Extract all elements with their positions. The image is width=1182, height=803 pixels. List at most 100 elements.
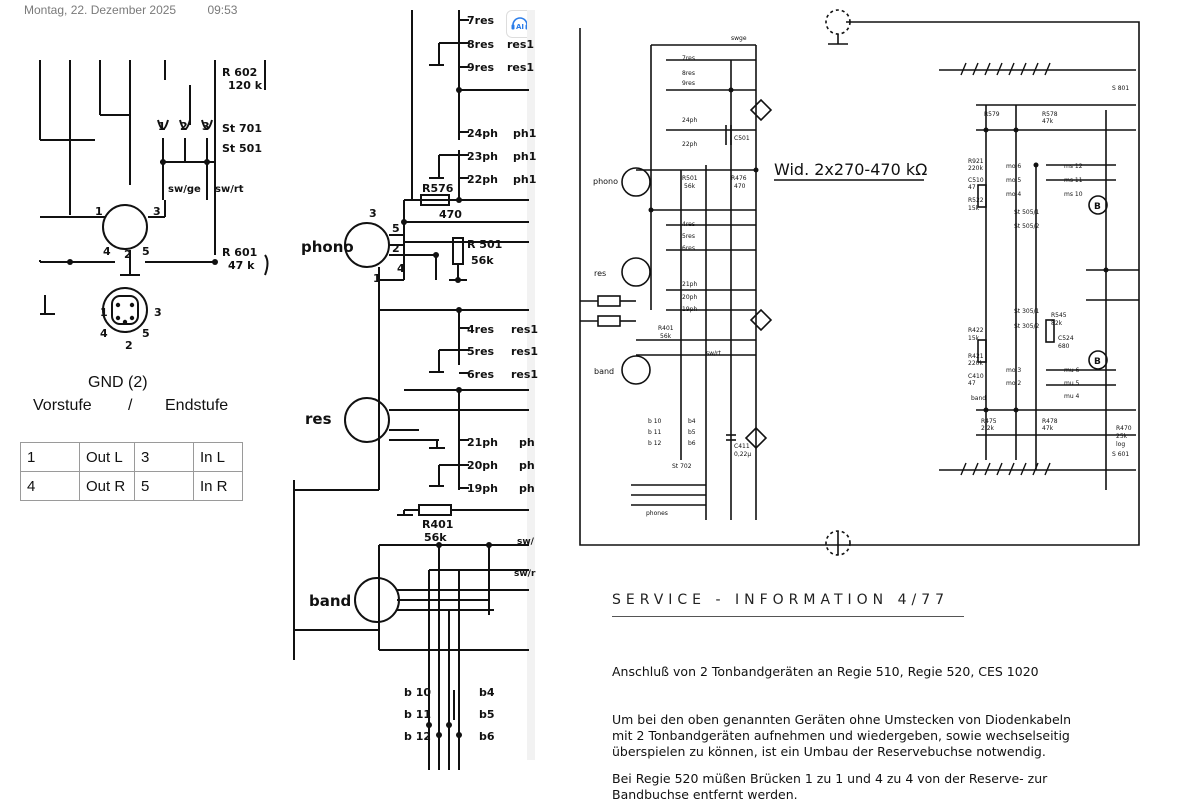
svg-text:8res: 8res — [682, 70, 695, 77]
svg-text:22ph: 22ph — [682, 141, 697, 148]
svg-text:R501: R501 — [682, 175, 698, 182]
svg-text:res: res — [305, 410, 332, 428]
svg-text:20ph: 20ph — [682, 294, 697, 301]
svg-text:C524: C524 — [1058, 335, 1074, 342]
svg-text:R470: R470 — [1116, 425, 1132, 432]
table-cell: In L — [193, 442, 243, 472]
svg-text:47k: 47k — [1042, 425, 1054, 432]
svg-text:St 501: St 501 — [222, 142, 262, 155]
svg-text:R422: R422 — [968, 327, 984, 334]
svg-text:b4: b4 — [688, 418, 696, 425]
svg-text:5: 5 — [142, 245, 150, 258]
svg-text:56k: 56k — [684, 183, 696, 190]
gnd-caption: GND (2) — [88, 374, 148, 391]
svg-text:b 11: b 11 — [648, 429, 662, 436]
svg-text:20ph: 20ph — [467, 459, 498, 472]
svg-text:R576: R576 — [422, 182, 454, 195]
svg-text:ph: ph — [519, 436, 535, 449]
svg-text:R578: R578 — [1042, 111, 1058, 118]
svg-text:R 501: R 501 — [467, 238, 502, 251]
svg-text:b 10: b 10 — [404, 686, 431, 699]
svg-text:4res: 4res — [467, 323, 495, 336]
service-paragraph-2: Um bei den oben genannten Geräten ohne U… — [612, 712, 1082, 760]
svg-text:swge: swge — [731, 35, 747, 42]
svg-text:sw/rt: sw/rt — [706, 350, 722, 357]
svg-text:56k: 56k — [660, 333, 672, 340]
svg-text:4res: 4res — [682, 221, 695, 228]
svg-text:R421: R421 — [968, 353, 984, 360]
svg-text:4: 4 — [397, 262, 405, 275]
paragraph-line: Um bei den oben genannten Geräten ohne U… — [612, 712, 1072, 727]
svg-text:3: 3 — [369, 207, 377, 220]
svg-text:S 601: S 601 — [1112, 451, 1129, 458]
right-schematic: Wid. 2x270-470 kΩ phono res band phones … — [579, 9, 1140, 556]
slash-label: / — [128, 397, 133, 414]
svg-text:St 701: St 701 — [222, 122, 262, 135]
svg-text:1: 1 — [158, 120, 166, 133]
svg-text:sw/r: sw/r — [514, 569, 536, 579]
svg-text:R401: R401 — [422, 518, 453, 531]
svg-text:b 12: b 12 — [404, 730, 431, 743]
divider — [612, 616, 964, 617]
svg-text:2: 2 — [180, 120, 188, 133]
svg-text:Wid. 2x270-470 kΩ: Wid. 2x270-470 kΩ — [774, 160, 927, 179]
svg-text:St 305/2: St 305/2 — [1014, 323, 1040, 330]
svg-text:6res: 6res — [467, 368, 495, 381]
svg-text:ph: ph — [519, 482, 535, 495]
svg-text:2: 2 — [392, 242, 400, 255]
svg-text:24ph: 24ph — [682, 117, 697, 124]
svg-text:3: 3 — [154, 306, 162, 319]
svg-text:mo 6: mo 6 — [1006, 163, 1021, 170]
svg-text:b6: b6 — [479, 730, 495, 743]
svg-text:5: 5 — [142, 327, 150, 340]
svg-text:7res: 7res — [682, 55, 695, 62]
svg-text:R401: R401 — [658, 325, 674, 332]
svg-text:C411: C411 — [734, 443, 750, 450]
svg-text:ph1: ph1 — [513, 150, 536, 163]
svg-text:56k: 56k — [471, 254, 494, 267]
svg-text:mu 6: mu 6 — [1064, 367, 1080, 374]
svg-text:25k: 25k — [1116, 433, 1128, 440]
vorstufe-label: Vorstufe — [33, 397, 92, 414]
svg-text:St 305/1: St 305/1 — [1014, 308, 1040, 315]
svg-text:15k: 15k — [968, 335, 980, 342]
paragraph-line: Bei Regie 520 müßen Brücken 1 zu 1 und 4… — [612, 771, 1048, 786]
service-line1: Anschluß von 2 Tonbandgeräten an Regie 5… — [612, 664, 1039, 679]
svg-text:24ph: 24ph — [467, 127, 498, 140]
svg-text:phono: phono — [593, 177, 618, 186]
svg-text:band: band — [971, 395, 986, 402]
svg-text:15k: 15k — [968, 205, 980, 212]
svg-text:R921: R921 — [968, 158, 984, 165]
svg-text:ms 10: ms 10 — [1064, 191, 1083, 198]
svg-text:mo 3: mo 3 — [1006, 367, 1021, 374]
table-cell: Out R — [79, 471, 135, 501]
svg-text:21ph: 21ph — [682, 281, 697, 288]
svg-text:4: 4 — [103, 245, 111, 258]
svg-text:470: 470 — [734, 183, 746, 190]
table-row: 4 Out R 5 In R — [20, 471, 243, 501]
spacer — [289, 12, 291, 72]
left-schematic: R 602 120 k R 601 47 k St 701 St 501 1 2… — [39, 60, 269, 352]
svg-text:sw/ge: sw/ge — [168, 184, 201, 195]
svg-text:2: 2 — [124, 248, 132, 261]
svg-text:mo 5: mo 5 — [1006, 177, 1021, 184]
svg-text:phono: phono — [301, 238, 354, 256]
svg-text:b5: b5 — [688, 429, 696, 436]
time-text: 09:53 — [207, 3, 238, 17]
svg-text:b6: b6 — [688, 440, 696, 447]
svg-text:C410: C410 — [968, 373, 984, 380]
table-cell: Out L — [79, 442, 135, 472]
svg-text:C501: C501 — [734, 135, 750, 142]
svg-text:S 801: S 801 — [1112, 85, 1129, 92]
date-text: Montag, 22. Dezember 2025 — [24, 3, 177, 17]
svg-text:47: 47 — [968, 184, 976, 191]
svg-text:19ph: 19ph — [467, 482, 498, 495]
svg-text:9res: 9res — [467, 61, 495, 74]
svg-text:band: band — [594, 367, 614, 376]
table-cell: 1 — [20, 442, 80, 472]
svg-text:b 10: b 10 — [648, 418, 662, 425]
svg-text:R522: R522 — [968, 197, 984, 204]
svg-text:3: 3 — [153, 205, 161, 218]
svg-text:R579: R579 — [984, 111, 1000, 118]
svg-text:56k: 56k — [424, 531, 447, 544]
